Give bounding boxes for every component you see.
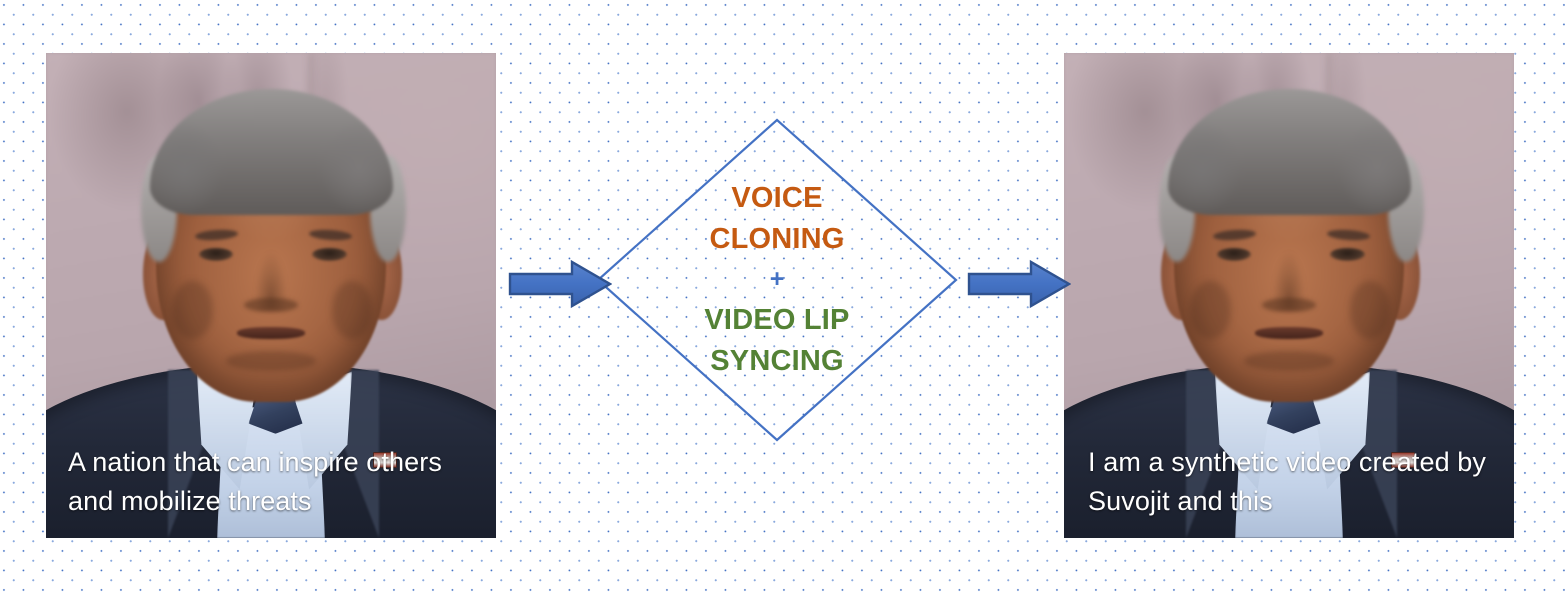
- synthetic-video-caption: I am a synthetic video created by Suvoji…: [1088, 447, 1487, 516]
- flag-lapel-pin: [373, 451, 397, 468]
- subject-cheek-right: [331, 280, 373, 340]
- source-video-thumbnail[interactable]: A nation that can inspire others and mob…: [46, 53, 496, 538]
- subject-nose-shadow: [244, 297, 298, 313]
- flag-lapel-pin: [1391, 451, 1415, 468]
- subject-eye-left: [199, 247, 234, 261]
- subject-cheek-right: [1349, 280, 1391, 340]
- arrow-shape: [967, 259, 1071, 309]
- process-diamond[interactable]: VOICE CLONING + VIDEO LIP SYNCING: [595, 117, 959, 443]
- subject-chin-shadow: [1244, 351, 1334, 371]
- voice-cloning-label: VOICE CLONING: [709, 181, 845, 255]
- plus-operator-label: +: [769, 265, 785, 293]
- subject-chin-shadow: [226, 351, 316, 371]
- diamond-outline: [596, 118, 958, 442]
- subject-eye-right: [1330, 247, 1365, 261]
- arrow-shape: [508, 259, 612, 309]
- subject-cheek-left: [1190, 280, 1231, 340]
- video-lip-syncing-label: VIDEO LIP SYNCING: [704, 304, 850, 378]
- subject-cheek-left: [172, 280, 213, 340]
- subject-mouth: [237, 327, 305, 339]
- synthetic-video-thumbnail[interactable]: I am a synthetic video created by Suvoji…: [1064, 53, 1514, 538]
- subject-mouth: [1255, 327, 1323, 339]
- subject-eye-right: [312, 247, 347, 261]
- subject-eye-left: [1217, 247, 1252, 261]
- arrow-process-to-output: [967, 259, 1071, 309]
- subject-nose-shadow: [1262, 297, 1316, 313]
- diamond-label-group: VOICE CLONING + VIDEO LIP SYNCING: [595, 117, 959, 443]
- source-video-caption: A nation that can inspire others and mob…: [68, 447, 442, 516]
- arrow-input-to-process: [508, 259, 612, 309]
